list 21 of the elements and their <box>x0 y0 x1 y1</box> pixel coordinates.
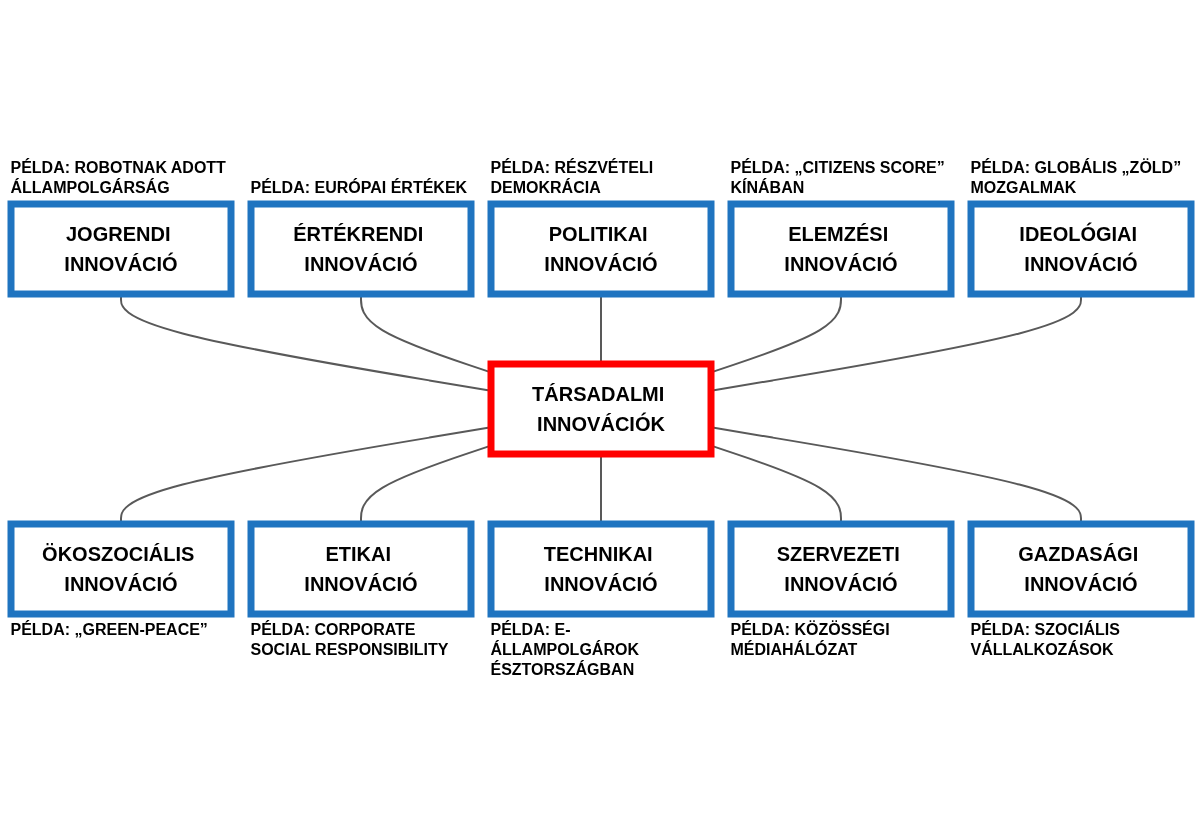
node-box: POLITIKAI INNOVÁCIÓ <box>487 200 714 298</box>
example-text: PÉLDA: RÉSZVÉTELI DEMOKRÁCIA <box>490 158 655 198</box>
node-box: TECHNIKAI INNOVÁCIÓ <box>487 520 714 618</box>
example-text: PÉLDA: SZOCIÁLIS VÁLLALKOZÁSOK <box>970 620 1121 660</box>
example-text: PÉLDA: E-ÁLLAMPOLGÁROK ÉSZTORSZÁGBAN <box>490 620 640 680</box>
example-text: PÉLDA: CORPORATE SOCIAL RESPONSIBILITY <box>250 620 450 660</box>
example-text: PÉLDA: EURÓPAI ÉRTÉKEK <box>250 178 469 198</box>
node-box: SZERVEZETI INNOVÁCIÓ <box>727 520 954 618</box>
node-box: ÖKOSZOCIÁLIS INNOVÁCIÓ <box>7 520 234 618</box>
node-box: IDEOLÓGIAI INNOVÁCIÓ <box>967 200 1194 298</box>
node-box: ETIKAI INNOVÁCIÓ <box>247 520 474 618</box>
node-box: GAZDASÁGI INNOVÁCIÓ <box>967 520 1194 618</box>
node-box: TÁRSADALMI INNOVÁCIÓK <box>487 360 714 458</box>
example-text: PÉLDA: „GREEN-PEACE” <box>10 620 209 640</box>
example-text: PÉLDA: KÖZÖSSÉGI MÉDIAHÁLÓZAT <box>730 620 891 660</box>
node-box: ELEMZÉSI INNOVÁCIÓ <box>727 200 954 298</box>
example-text: PÉLDA: ROBOTNAK ADOTT ÁLLAMPOLGÁRSÁG <box>10 158 227 198</box>
node-box: ÉRTÉKRENDI INNOVÁCIÓ <box>247 200 474 298</box>
node-box: JOGRENDI INNOVÁCIÓ <box>7 200 234 298</box>
example-text: PÉLDA: GLOBÁLIS „ZÖLD” MOZGALMAK <box>970 158 1183 198</box>
example-text: PÉLDA: „CITIZENS SCORE” KÍNÁBAN <box>730 158 946 198</box>
